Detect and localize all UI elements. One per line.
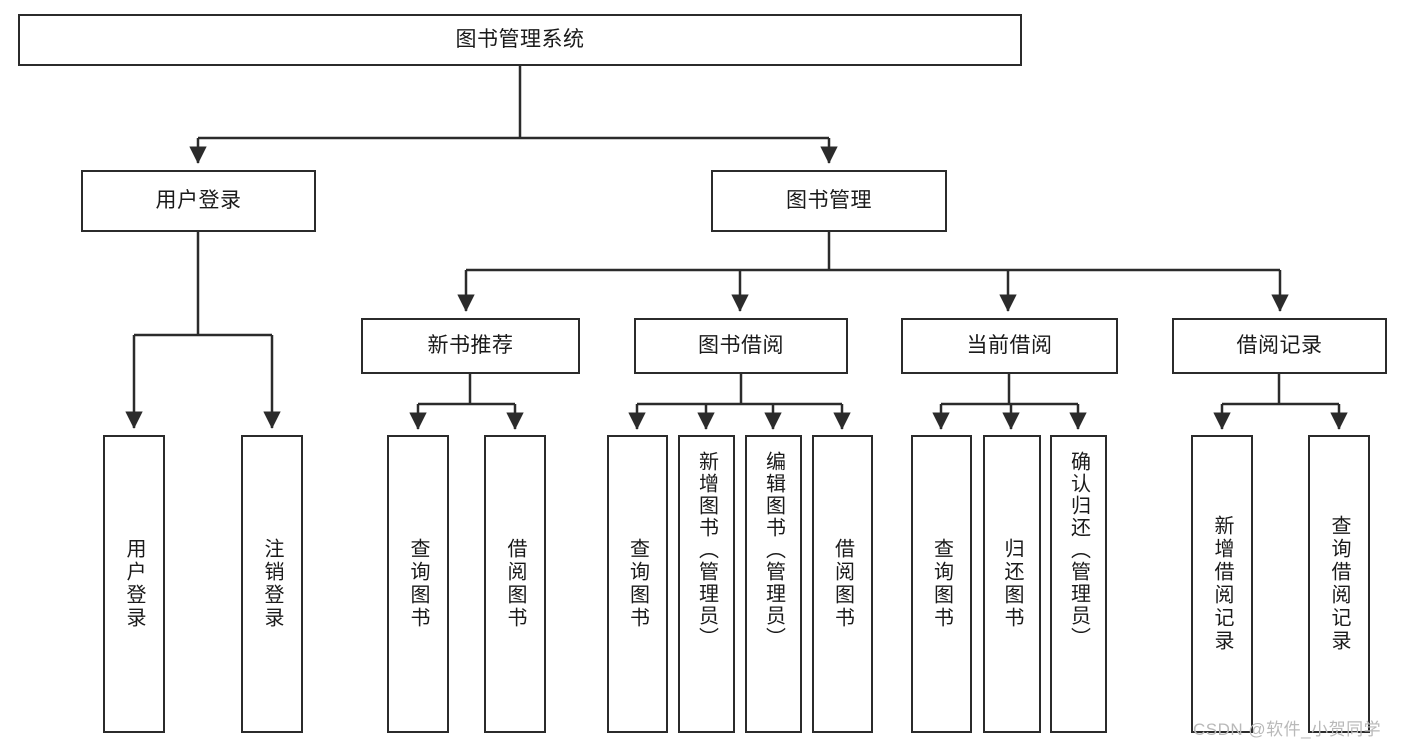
node-leaf-query-record-label: 查询借阅记录 <box>1328 515 1350 653</box>
node-leaf-query-book-3[interactable]: 查询图书 <box>911 435 972 733</box>
node-leaf-borrow-book-1-label: 借阅图书 <box>504 538 526 630</box>
node-root-label: 图书管理系统 <box>455 28 585 52</box>
node-user-login-label: 用户登录 <box>155 189 242 213</box>
node-leaf-query-book-1[interactable]: 查询图书 <box>387 435 449 733</box>
node-new-book-rec[interactable]: 新书推荐 <box>361 318 580 374</box>
node-current-borrow-label: 当前借阅 <box>966 334 1053 358</box>
node-leaf-query-book-2-label: 查询图书 <box>626 538 649 630</box>
node-leaf-borrow-book-2-label: 借阅图书 <box>831 538 854 630</box>
node-book-manage-label: 图书管理 <box>786 189 872 213</box>
node-leaf-user-login-label: 用户登录 <box>123 538 145 630</box>
node-leaf-return-book[interactable]: 归还图书 <box>983 435 1041 733</box>
node-leaf-borrow-book-2[interactable]: 借阅图书 <box>812 435 873 733</box>
node-book-borrow-label: 图书借阅 <box>698 334 784 358</box>
node-book-manage[interactable]: 图书管理 <box>711 170 947 232</box>
node-leaf-confirm-return[interactable]: 确认归还（管理员） <box>1050 435 1107 733</box>
watermark-text: CSDN @软件_小贺同学 <box>1193 720 1382 739</box>
node-leaf-add-book-label: 新增图书（管理员） <box>695 451 718 649</box>
node-leaf-add-book[interactable]: 新增图书（管理员） <box>678 435 735 733</box>
node-borrow-record[interactable]: 借阅记录 <box>1172 318 1387 374</box>
node-leaf-query-book-2[interactable]: 查询图书 <box>607 435 668 733</box>
node-leaf-borrow-book-1[interactable]: 借阅图书 <box>484 435 546 733</box>
node-root[interactable]: 图书管理系统 <box>18 14 1022 66</box>
node-leaf-query-book-3-label: 查询图书 <box>930 538 953 630</box>
node-leaf-confirm-return-label: 确认归还（管理员） <box>1067 451 1090 649</box>
node-new-book-rec-label: 新书推荐 <box>427 334 514 358</box>
node-leaf-add-record[interactable]: 新增借阅记录 <box>1191 435 1253 733</box>
node-leaf-edit-book[interactable]: 编辑图书（管理员） <box>745 435 802 733</box>
node-leaf-return-book-label: 归还图书 <box>1001 538 1023 630</box>
node-borrow-record-label: 借阅记录 <box>1236 334 1323 358</box>
node-current-borrow[interactable]: 当前借阅 <box>901 318 1118 374</box>
node-leaf-user-logout-label: 注销登录 <box>261 538 283 630</box>
node-leaf-user-login[interactable]: 用户登录 <box>103 435 165 733</box>
node-user-login[interactable]: 用户登录 <box>81 170 316 232</box>
node-leaf-user-logout[interactable]: 注销登录 <box>241 435 303 733</box>
node-leaf-query-book-1-label: 查询图书 <box>407 538 429 630</box>
node-leaf-add-record-label: 新增借阅记录 <box>1211 515 1233 653</box>
node-leaf-edit-book-label: 编辑图书（管理员） <box>762 451 785 649</box>
node-leaf-query-record[interactable]: 查询借阅记录 <box>1308 435 1370 733</box>
node-book-borrow[interactable]: 图书借阅 <box>634 318 848 374</box>
